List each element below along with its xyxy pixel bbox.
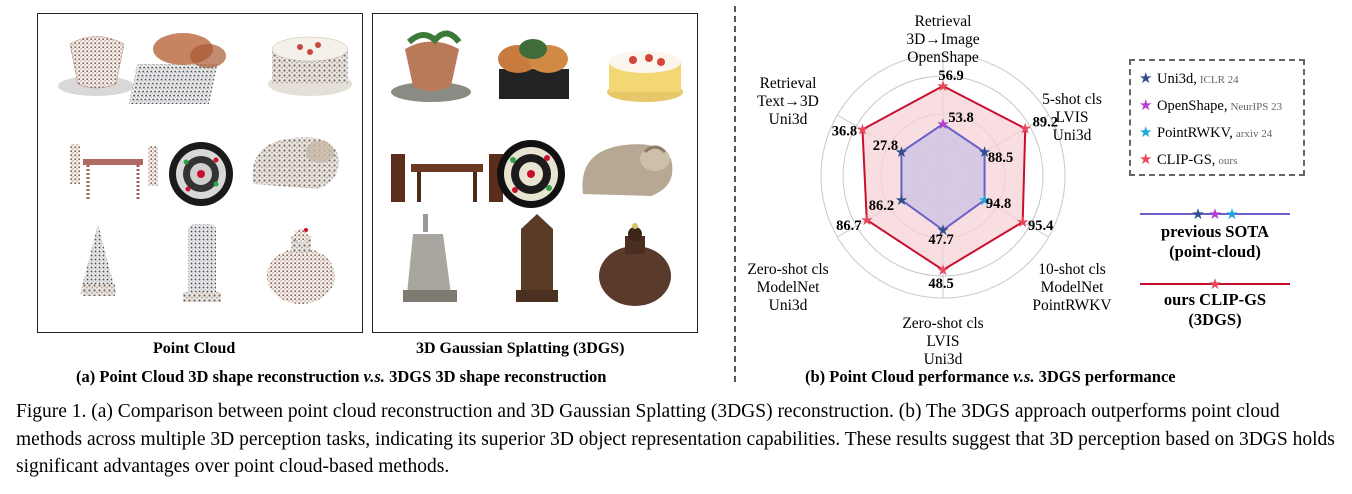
gs-ram-statue <box>582 144 673 196</box>
ours-legend: ours CLIP-GS (3DGS) <box>1163 290 1267 329</box>
legend-item-clip-gs: ★CLIP-GS,ours <box>1139 152 1238 168</box>
previous-value-label: 88.5 <box>988 150 1013 166</box>
ours-value-label: 89.2 <box>1033 115 1058 131</box>
ours-point: ★ <box>856 121 869 139</box>
gs-figure-statue <box>516 214 558 302</box>
pc-ram-statue <box>252 137 339 189</box>
pc-dartboard <box>169 142 233 206</box>
previous-point: ★ <box>978 191 991 209</box>
svg-text:★: ★ <box>1191 205 1204 223</box>
star-icon: ★ <box>1139 71 1153 87</box>
pc-table-chairs <box>70 144 158 199</box>
panel-a-caption: (a) Point Cloud 3D shape reconstruction … <box>76 367 607 386</box>
legend-item-uni3d: ★Uni3d,ICLR 24 <box>1139 71 1239 87</box>
pc-cake <box>268 36 352 96</box>
previous-value-label: 27.8 <box>873 138 898 154</box>
panel-b-caption: (b) Point Cloud performance v.s. 3DGS pe… <box>805 367 1176 386</box>
previous-value-label: 53.8 <box>948 110 973 126</box>
point-cloud-panel <box>37 13 363 333</box>
ours-value-label: 36.8 <box>832 124 857 140</box>
pc-flowerpot <box>58 36 134 96</box>
gaussian-label: 3D Gaussian Splatting (3DGS) <box>416 340 625 357</box>
ours-point: ★ <box>1019 120 1032 138</box>
gs-flowerpot <box>391 30 471 102</box>
gaussian-thumbnails <box>391 30 683 306</box>
ours-point: ★ <box>860 211 873 229</box>
svg-text:★: ★ <box>1208 275 1221 293</box>
previous-point: ★ <box>978 143 991 161</box>
previous-point: ★ <box>936 221 949 239</box>
previous-value-label: 86.2 <box>869 198 894 214</box>
previous-sota-line-sample: ★ ★ ★ <box>1140 205 1290 223</box>
gs-table-chairs <box>391 154 503 202</box>
previous-point: ★ <box>936 115 949 133</box>
previous-sota-legend: previous SOTA (point-cloud) <box>1160 222 1270 261</box>
svg-text:★: ★ <box>1208 205 1221 223</box>
gs-plant-box <box>498 39 569 99</box>
previous-series-polygon <box>900 122 986 232</box>
pc-figure-statue <box>183 224 221 302</box>
star-icon: ★ <box>1139 98 1153 114</box>
legend-item-pointrwkv: ★PointRWKV,arxiv 24 <box>1139 125 1273 141</box>
gs-cake <box>607 51 683 102</box>
pc-plant-box <box>128 33 226 104</box>
ours-value-label: 48.5 <box>928 276 953 292</box>
pc-monument <box>80 224 116 296</box>
gs-vase <box>599 223 671 306</box>
figure-caption: Figure 1. (a) Comparison between point c… <box>16 401 1335 477</box>
previous-point: ★ <box>895 143 908 161</box>
ours-point: ★ <box>936 261 949 279</box>
gs-dartboard <box>497 140 565 208</box>
ours-point: ★ <box>1016 213 1029 231</box>
gs-monument <box>403 214 457 302</box>
svg-text:★: ★ <box>1225 205 1238 223</box>
ours-point: ★ <box>936 77 949 95</box>
legend-item-openshape: ★OpenShape,NeurIPS 23 <box>1139 98 1283 114</box>
point-cloud-label: Point Cloud <box>153 340 236 357</box>
ours-value-label: 56.9 <box>938 68 963 84</box>
pc-vase <box>267 228 335 304</box>
legend-box: ★Uni3d,ICLR 24 ★OpenShape,NeurIPS 23 ★Po… <box>1129 59 1305 176</box>
ours-value-label: 86.7 <box>836 218 861 234</box>
gaussian-splatting-panel <box>372 13 698 333</box>
ours-line-sample: ★ <box>1140 275 1290 293</box>
panel-divider <box>734 6 736 382</box>
previous-value-label: 94.8 <box>986 196 1011 212</box>
ours-value-label: 95.4 <box>1028 218 1053 234</box>
previous-value-label: 47.7 <box>928 232 953 248</box>
previous-point: ★ <box>895 191 908 209</box>
point-cloud-thumbnails <box>58 33 352 304</box>
star-icon: ★ <box>1139 125 1153 141</box>
star-icon: ★ <box>1139 152 1153 168</box>
